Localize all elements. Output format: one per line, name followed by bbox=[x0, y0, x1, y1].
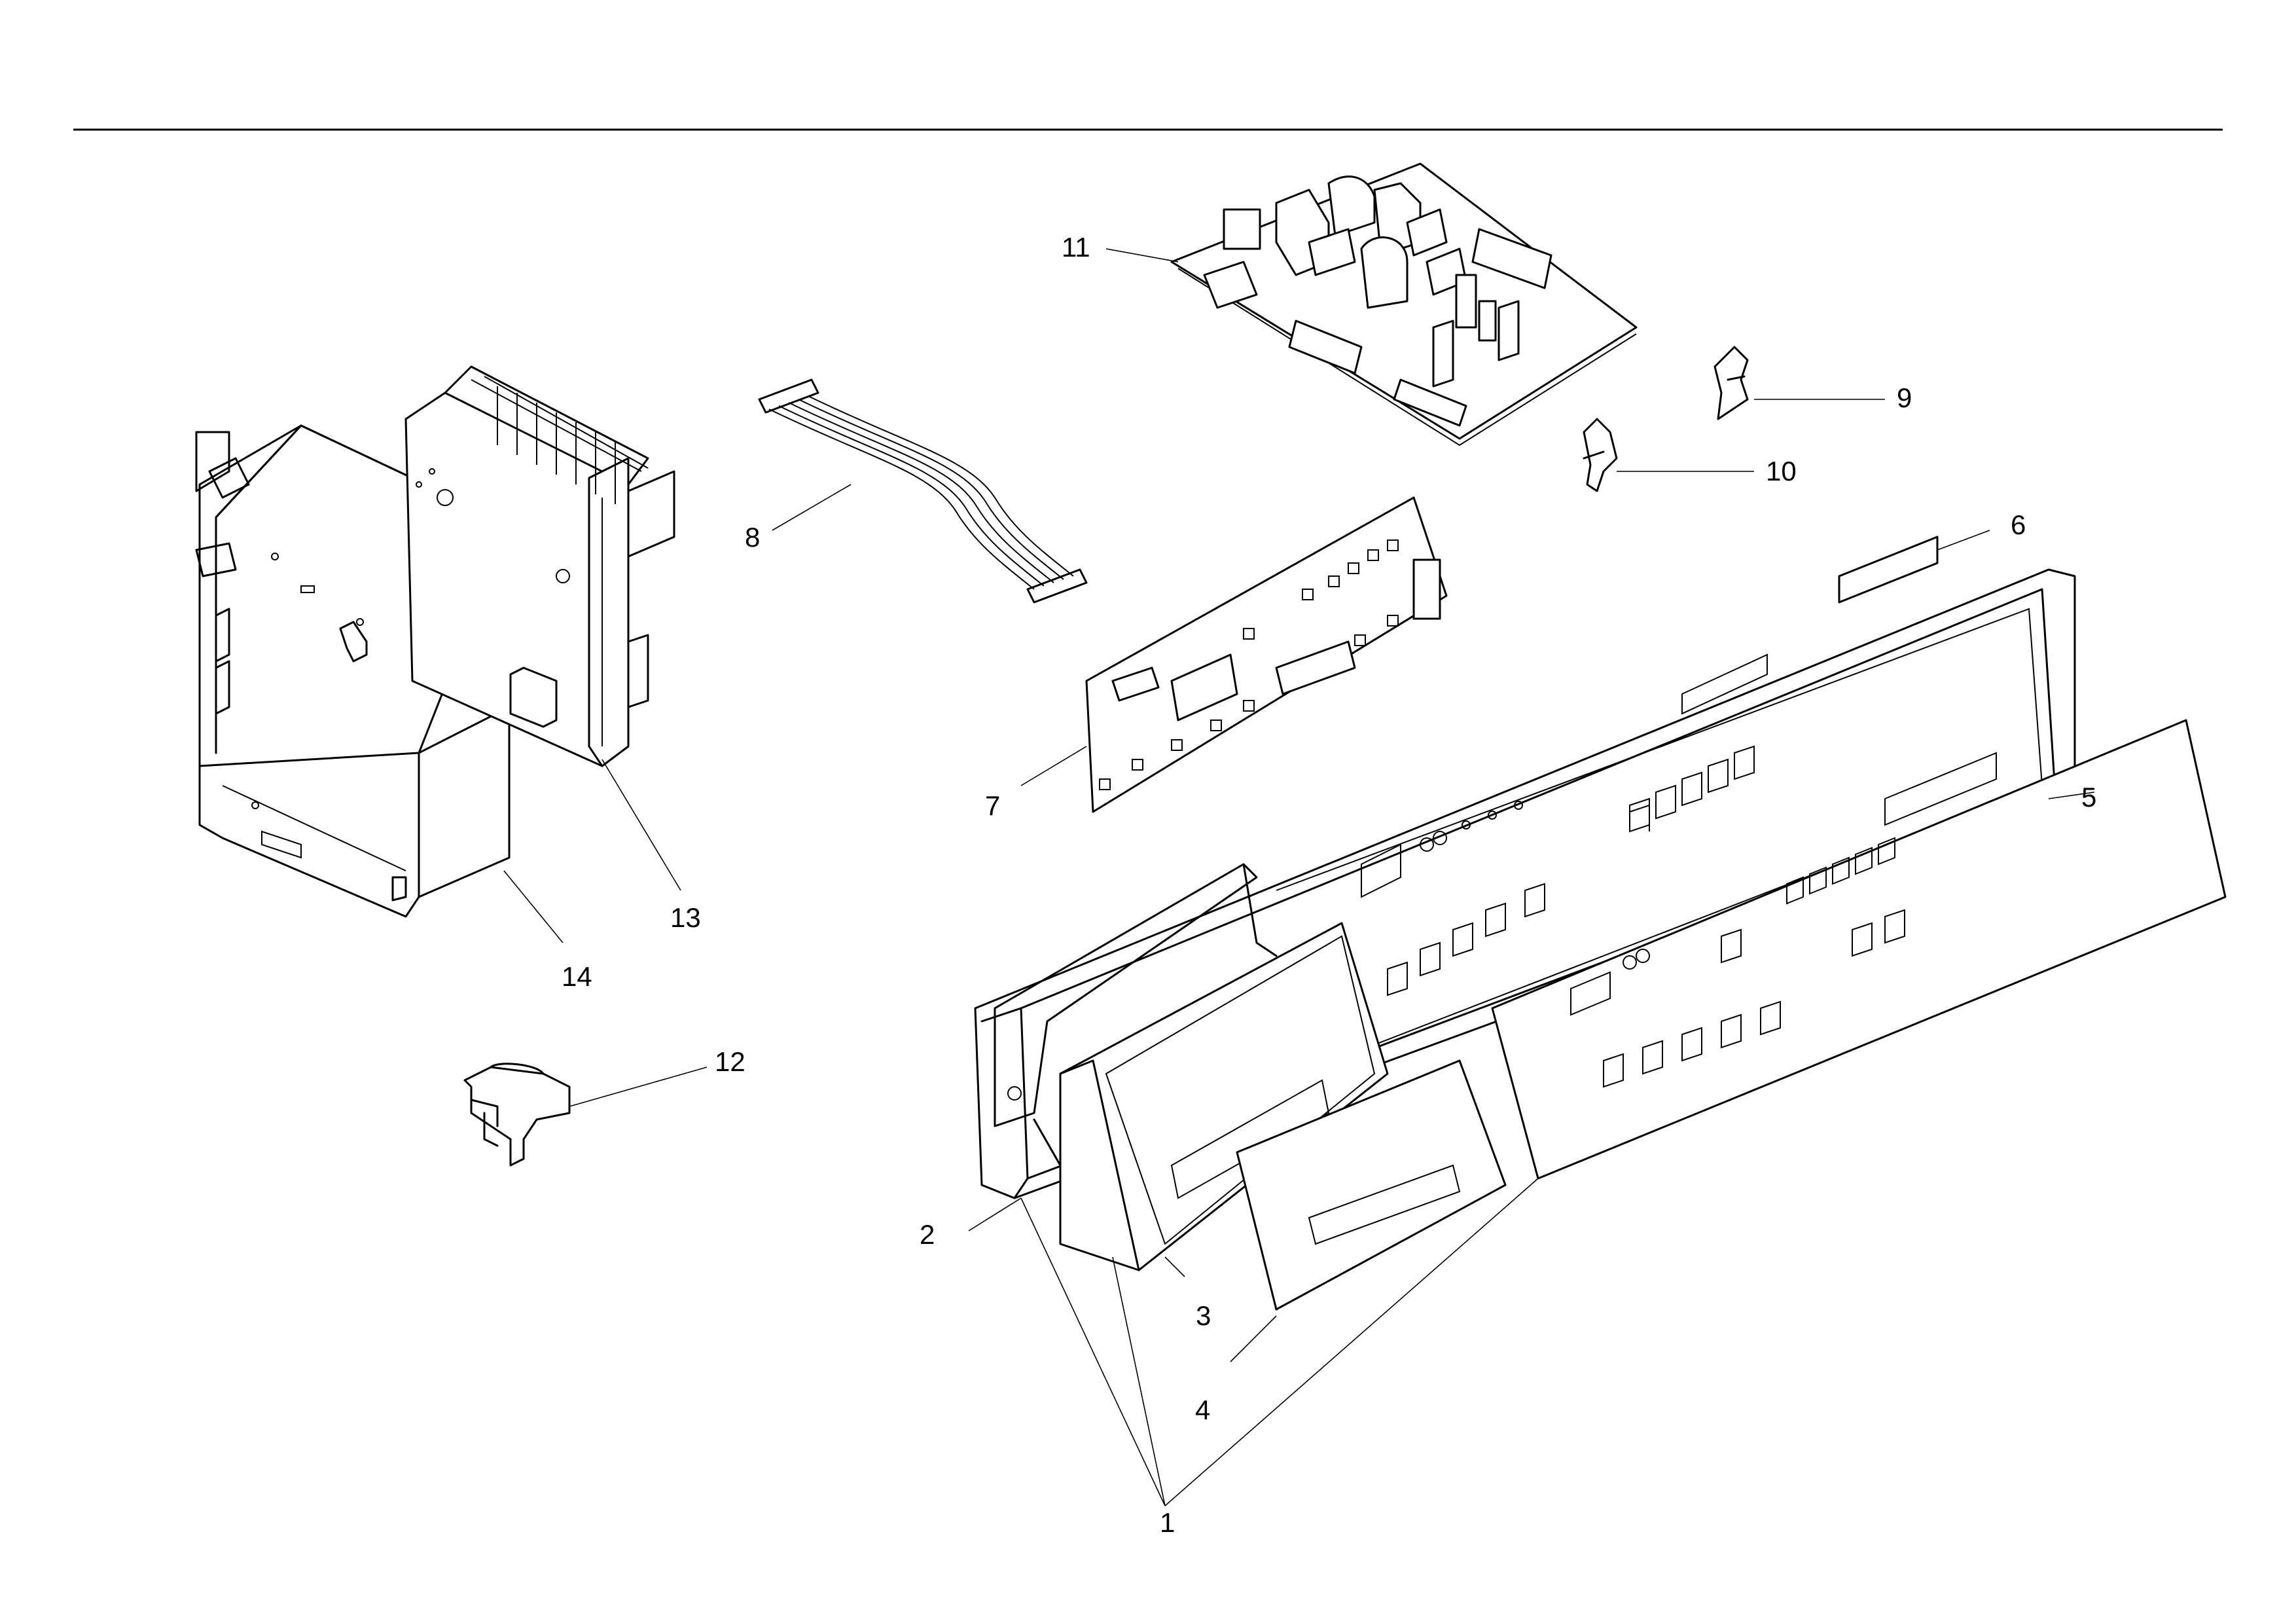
part-13-heatsink-module bbox=[404, 365, 675, 767]
callout-2: 2 bbox=[920, 1219, 935, 1250]
part-7-key-pcb bbox=[1085, 496, 1448, 813]
part-8-ribbon-cable bbox=[758, 378, 1088, 604]
part-6-window bbox=[1838, 536, 1939, 604]
callout-5: 5 bbox=[2081, 782, 2096, 812]
callout-6: 6 bbox=[2011, 509, 2026, 540]
callout-12: 12 bbox=[715, 1046, 745, 1077]
callout-8: 8 bbox=[745, 522, 760, 553]
part-11-main-pcb bbox=[1170, 162, 1638, 447]
callout-7: 7 bbox=[985, 790, 1000, 821]
part-4-door-panel bbox=[1236, 1059, 1507, 1311]
callout-9: 9 bbox=[1897, 382, 1912, 413]
callout-3: 3 bbox=[1196, 1300, 1211, 1331]
callout-14: 14 bbox=[562, 961, 592, 992]
callout-labels: 1 2 3 4 5 6 7 8 9 10 11 12 13 14 bbox=[562, 232, 2096, 1538]
heatsink-fins bbox=[471, 376, 649, 504]
callout-10: 10 bbox=[1766, 456, 1797, 486]
leader-lines bbox=[503, 248, 2095, 1506]
part-10-clip bbox=[1583, 418, 1618, 492]
callout-1: 1 bbox=[1160, 1507, 1175, 1538]
callout-4: 4 bbox=[1195, 1395, 1210, 1425]
part-12-clip bbox=[463, 1063, 571, 1167]
callout-11: 11 bbox=[1062, 232, 1090, 263]
part-9-clip bbox=[1713, 346, 1749, 420]
part-5-control-overlay bbox=[1491, 719, 2227, 1180]
callout-13: 13 bbox=[670, 902, 701, 933]
